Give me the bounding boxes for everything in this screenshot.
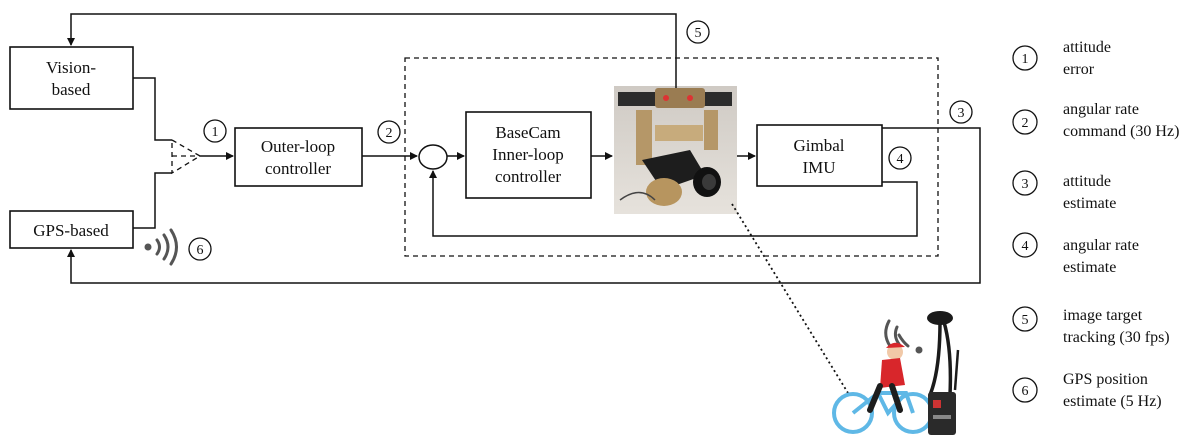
svg-text:2: 2 bbox=[1022, 116, 1029, 131]
svg-text:angular rate: angular rate bbox=[1063, 237, 1139, 254]
svg-text:GPS position: GPS position bbox=[1063, 371, 1148, 388]
legend: 1 attitude error 2 angular rate command … bbox=[1012, 39, 1179, 410]
gimbal-camera-photo bbox=[614, 86, 737, 214]
vision-label-line2: based bbox=[52, 80, 91, 99]
svg-text:6: 6 bbox=[197, 243, 204, 258]
svg-text:estimate (5 Hz): estimate (5 Hz) bbox=[1063, 393, 1162, 410]
gps-label: GPS-based bbox=[33, 221, 109, 240]
svg-text:3: 3 bbox=[958, 106, 965, 121]
marker-2: 2 bbox=[377, 120, 401, 144]
svg-text:4: 4 bbox=[1022, 239, 1029, 254]
cyclist-target-illustration bbox=[832, 311, 960, 435]
wireless-signal-icon bbox=[144, 228, 178, 266]
vision-based-block: Vision- based bbox=[9, 46, 134, 110]
legend-item-6: 6 GPS position estimate (5 Hz) bbox=[1012, 371, 1162, 410]
outer-label-line2: controller bbox=[265, 159, 331, 178]
svg-text:3: 3 bbox=[1022, 177, 1029, 192]
svg-text:attitude: attitude bbox=[1063, 39, 1111, 56]
outer-label-line1: Outer-loop bbox=[261, 137, 335, 156]
svg-text:1: 1 bbox=[1022, 52, 1029, 67]
legend-item-1: 1 attitude error bbox=[1012, 39, 1111, 78]
svg-text:angular rate: angular rate bbox=[1063, 101, 1139, 118]
tracking-line bbox=[731, 203, 849, 394]
outer-loop-controller-block: Outer-loop controller bbox=[234, 127, 363, 187]
svg-text:2: 2 bbox=[386, 126, 393, 141]
basecam-label-line3: controller bbox=[495, 167, 561, 186]
marker-5: 5 bbox=[686, 20, 710, 44]
gps-based-block: GPS-based bbox=[9, 210, 134, 249]
marker-1: 1 bbox=[203, 119, 227, 143]
svg-text:tracking (30 fps): tracking (30 fps) bbox=[1063, 329, 1170, 346]
svg-text:estimate: estimate bbox=[1063, 259, 1116, 276]
marker-3: 3 bbox=[949, 100, 973, 124]
svg-text:5: 5 bbox=[1022, 313, 1029, 328]
gimbal-imu-block: Gimbal IMU bbox=[756, 124, 883, 187]
basecam-controller-block: BaseCam Inner-loop controller bbox=[465, 111, 592, 199]
legend-item-4: 4 angular rate estimate bbox=[1012, 232, 1139, 276]
summing-junction bbox=[418, 144, 448, 170]
imu-label-line2: IMU bbox=[802, 158, 835, 177]
imu-label-line1: Gimbal bbox=[794, 136, 845, 155]
legend-item-2: 2 angular rate command (30 Hz) bbox=[1012, 101, 1179, 140]
marker-4: 4 bbox=[888, 146, 912, 170]
basecam-label-line1: BaseCam bbox=[495, 123, 560, 142]
svg-text:image target: image target bbox=[1063, 307, 1143, 324]
svg-text:1: 1 bbox=[212, 125, 219, 140]
vision-label-line1: Vision- bbox=[46, 58, 96, 77]
svg-text:estimate: estimate bbox=[1063, 195, 1116, 212]
inner-loop-region bbox=[404, 57, 939, 257]
basecam-label-line2: Inner-loop bbox=[492, 145, 563, 164]
legend-item-3: 3 attitude estimate bbox=[1012, 170, 1116, 212]
legend-item-5: 5 image target tracking (30 fps) bbox=[1012, 306, 1170, 346]
svg-text:6: 6 bbox=[1022, 384, 1029, 399]
connection-lines bbox=[67, 13, 981, 394]
signal-selector bbox=[171, 138, 234, 175]
svg-text:error: error bbox=[1063, 61, 1095, 78]
svg-text:command (30 Hz): command (30 Hz) bbox=[1063, 123, 1179, 140]
marker-6: 6 bbox=[188, 237, 212, 261]
svg-text:4: 4 bbox=[897, 152, 904, 167]
svg-text:5: 5 bbox=[695, 26, 702, 41]
svg-text:attitude: attitude bbox=[1063, 173, 1111, 190]
